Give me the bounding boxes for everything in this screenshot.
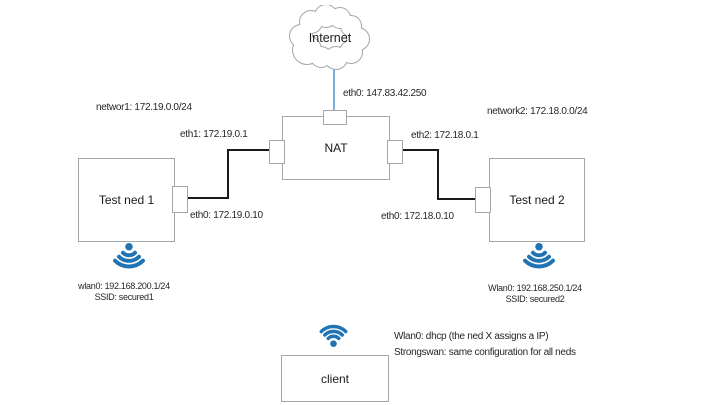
nat-eth2-ip-label: eth2: 172.18.0.1: [411, 130, 479, 141]
wifi-signal-icon-client: [319, 324, 348, 348]
network2-label: network2: 172.18.0.0/24: [487, 106, 588, 117]
link-nat-ned2: [401, 149, 475, 200]
ned2-wlan-ip-label: Wlan0: 192.168.250.1/24: [488, 283, 582, 293]
client-node: client: [281, 355, 389, 402]
client-label: client: [320, 371, 349, 386]
test-ned-1-label: Test ned 1: [98, 193, 155, 207]
ned1-wlan-ip-label: wlan0: 192.168.200.1/24: [78, 281, 170, 291]
nat-port-eth2: [387, 140, 403, 164]
nat-port-eth0: [323, 110, 347, 125]
ned1-ssid-label: SSID: secured1: [94, 291, 154, 302]
ned2-eth0-ip-label: eth0: 172.18.0.10: [381, 211, 454, 222]
ned2-port-eth0: [475, 187, 491, 213]
nat-node: NAT: [282, 116, 390, 180]
internet-label: Internet: [309, 31, 352, 45]
network1-label: networ1: 172.19.0.0/24: [96, 102, 192, 113]
client-note-line2: Strongswan: same configuration for all n…: [394, 347, 576, 358]
test-ned-2-label: Test ned 2: [509, 193, 565, 207]
wifi-signal-icon-ned2: [523, 242, 555, 269]
nat-port-eth1: [269, 140, 285, 164]
test-ned-2-node: Test ned 2: [489, 158, 585, 242]
client-note-line1: Wlan0: dhcp (the ned X assigns a IP): [394, 331, 549, 342]
ned1-wlan-caption: wlan0: 192.168.200.1/24 SSID: secured1: [60, 281, 188, 302]
internet-cloud-icon: Internet: [289, 5, 370, 70]
ned1-eth0-ip-label: eth0: 172.19.0.10: [190, 210, 263, 221]
nat-eth1-ip-label: eth1: 172.19.0.1: [180, 129, 248, 140]
nat-label: NAT: [324, 141, 348, 155]
ned1-port-eth0: [172, 186, 188, 213]
ned2-wlan-caption: Wlan0: 192.168.250.1/24 SSID: secured2: [470, 283, 600, 304]
link-nat-ned1: [186, 149, 270, 199]
client-notes: Wlan0: dhcp (the ned X assigns a IP) Str…: [394, 329, 576, 361]
test-ned-1-node: Test ned 1: [78, 158, 175, 242]
wifi-signal-icon-ned1: [113, 242, 145, 269]
wan-ip-label: eth0: 147.83.42.250: [343, 88, 427, 99]
ned2-ssid-label: SSID: secured2: [505, 293, 565, 304]
